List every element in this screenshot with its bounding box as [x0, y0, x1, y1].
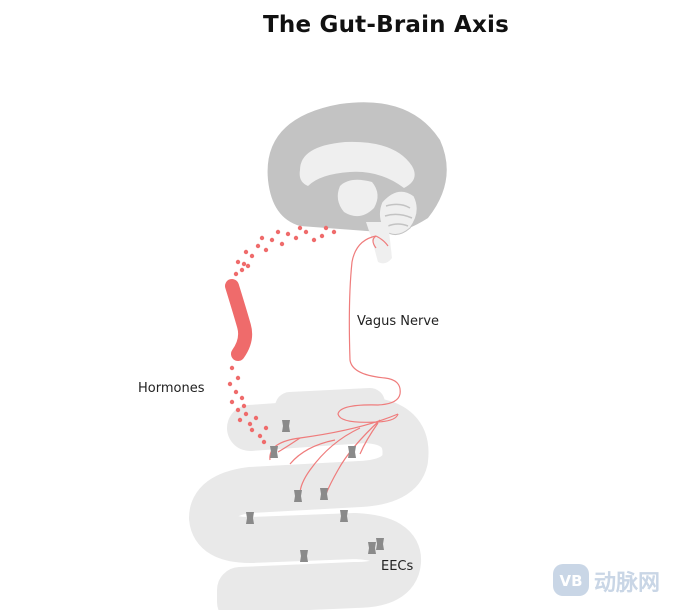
brain	[267, 102, 447, 264]
hormone-dot	[259, 235, 265, 241]
hormone-dot	[245, 263, 251, 269]
hormone-dot	[261, 439, 267, 445]
hormone-dot	[279, 241, 285, 247]
hormone-dot	[243, 411, 249, 417]
intestine	[189, 388, 429, 610]
watermark-logo-text: VB	[559, 572, 582, 590]
eec-cell	[340, 510, 348, 522]
hormone-dot	[241, 261, 247, 267]
eec-cell	[294, 490, 302, 502]
eec-cell	[246, 512, 254, 524]
hormone-dot	[319, 233, 325, 239]
hormone-dot	[257, 433, 263, 439]
hormones	[227, 225, 337, 445]
hormone-dot	[247, 421, 253, 427]
eecs-label: EECs	[381, 559, 414, 574]
hormone-dot	[311, 237, 317, 243]
hormone-dot	[233, 389, 239, 395]
vagus-nerve	[269, 235, 401, 495]
eec-cell	[368, 542, 376, 554]
hormone-dot	[255, 243, 261, 249]
hormone-dot	[249, 427, 255, 433]
hormone-dot	[239, 395, 245, 401]
watermark-logo-icon: VB	[553, 564, 589, 596]
eec-cell	[282, 420, 290, 432]
hormone-dot	[331, 229, 337, 235]
hormone-dot	[297, 225, 303, 231]
hormone-dot	[235, 407, 241, 413]
watermark-text: 动脉网	[594, 571, 661, 596]
hormone-dot	[285, 231, 291, 237]
hormone-dot	[263, 425, 269, 431]
hormone-dot	[235, 375, 241, 381]
hormone-dot	[235, 259, 241, 265]
hormone-dot	[293, 235, 299, 241]
eec-cell	[300, 550, 308, 562]
hormone-dot	[229, 365, 235, 371]
hormone-dot	[243, 249, 249, 255]
hormone-dot	[249, 253, 255, 259]
hormone-dot	[303, 229, 309, 235]
hormone-dot	[239, 267, 245, 273]
hormones-label: Hormones	[138, 381, 205, 396]
hormone-dot	[233, 271, 239, 277]
vagus-nerve-label: Vagus Nerve	[357, 314, 440, 329]
hormone-dot	[275, 229, 281, 235]
eec-cell	[320, 488, 328, 500]
eec-cell	[376, 538, 384, 550]
hormone-dot	[241, 403, 247, 409]
hormone-vessel	[225, 279, 253, 361]
eecs	[246, 420, 384, 562]
hormone-dot	[263, 247, 269, 253]
eec-cell	[270, 446, 278, 458]
hormone-dot	[323, 225, 329, 231]
hormone-dot	[229, 399, 235, 405]
hormone-dot	[237, 417, 243, 423]
eec-cell	[348, 446, 356, 458]
watermark: VB 动脉网	[552, 561, 692, 599]
hormone-dot	[269, 237, 275, 243]
diagram-title: The Gut-Brain Axis	[263, 12, 509, 38]
hormone-dot	[227, 381, 233, 387]
hormone-dot	[253, 415, 259, 421]
